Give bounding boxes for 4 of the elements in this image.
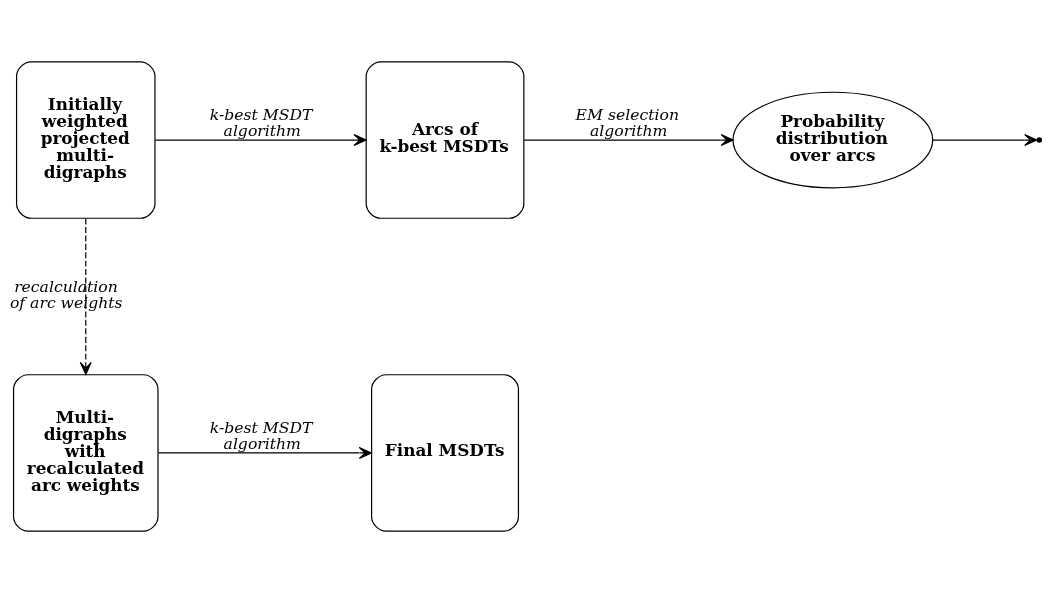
edge-label: k-best MSDT algorithm bbox=[209, 104, 313, 140]
edge-label: recalculation of arc weights bbox=[9, 276, 123, 312]
edge-label: k-best MSDT algorithm bbox=[209, 417, 313, 453]
edge-label: EM selection algorithm bbox=[575, 104, 679, 140]
